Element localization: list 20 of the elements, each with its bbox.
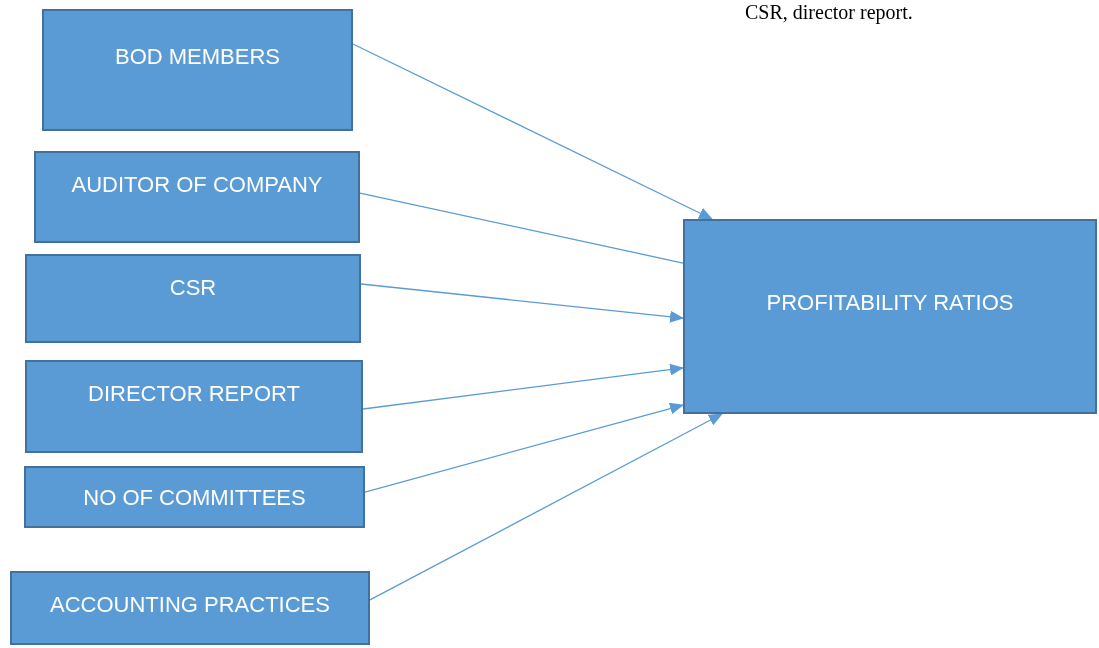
arrow xyxy=(362,363,684,410)
process-box xyxy=(25,254,361,343)
process-box xyxy=(34,151,360,243)
box-label: ACCOUNTING PRACTICES xyxy=(50,591,330,619)
arrow xyxy=(360,283,684,323)
box-label: CSR xyxy=(169,274,217,302)
process-box xyxy=(683,219,1097,414)
box-label: BOD MEMBERS xyxy=(115,43,280,71)
arrow xyxy=(364,402,684,493)
process-box xyxy=(24,466,365,528)
arrow xyxy=(352,43,713,220)
box-label: NO OF COMMITTEES xyxy=(83,484,306,512)
process-box xyxy=(10,571,370,645)
note-text: CSR, director report. xyxy=(745,0,913,25)
box-label: DIRECTOR REPORT xyxy=(88,380,300,408)
process-box xyxy=(42,9,353,131)
process-box xyxy=(25,360,363,453)
box-label: PROFITABILITY RATIOS xyxy=(766,289,1014,317)
arrow xyxy=(369,413,723,601)
box-label: AUDITOR OF COMPANY xyxy=(71,171,323,199)
